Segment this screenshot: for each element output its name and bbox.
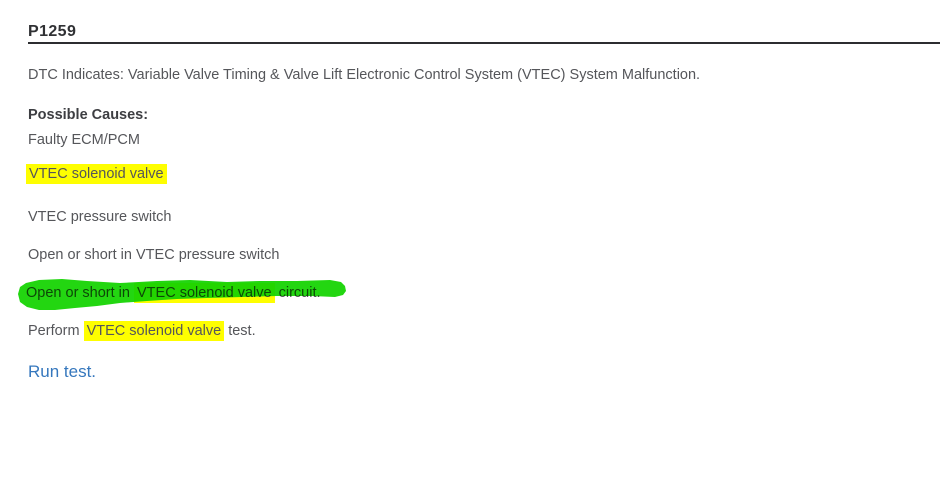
title-divider <box>28 42 940 44</box>
page-title: P1259 <box>28 23 77 40</box>
perform-test-line: Perform VTEC solenoid valve test. <box>28 321 256 341</box>
dtc-description: DTC Indicates: Variable Valve Timing & V… <box>28 67 701 83</box>
cause-open-short-suffix: circuit. <box>274 285 321 301</box>
cause-vtec-pressure-switch: VTEC pressure switch <box>28 209 172 225</box>
highlighted-text-vtec-solenoid-valve: VTEC solenoid valve <box>26 164 167 184</box>
possible-causes-heading: Possible Causes: <box>28 107 149 123</box>
run-test-link[interactable]: Run test. <box>28 362 97 381</box>
highlighted-text-vtec-solenoid-valve: VTEC solenoid valve <box>83 321 225 341</box>
cause-open-short-pressure-switch: Open or short in VTEC pressure switch <box>28 247 280 263</box>
cause-vtec-solenoid-valve: VTEC solenoid valve <box>26 164 167 184</box>
cause-open-short-solenoid-circuit: Open or short in VTEC solenoid valve cir… <box>18 279 346 310</box>
perform-suffix: test. <box>224 323 256 339</box>
perform-prefix: Perform <box>28 323 84 339</box>
highlighted-text-vtec-solenoid-valve: VTEC solenoid valve <box>134 283 275 303</box>
cause-open-short-prefix: Open or short in <box>26 285 134 301</box>
cause-faulty-ecm-pcm: Faulty ECM/PCM <box>28 132 140 148</box>
